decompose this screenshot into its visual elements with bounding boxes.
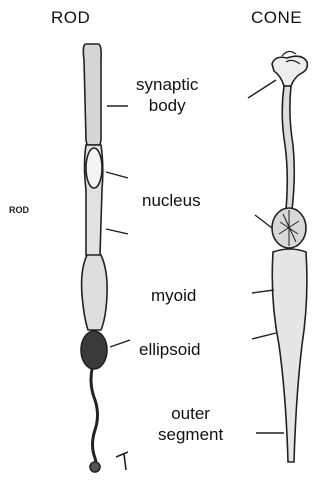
cone-cell bbox=[272, 51, 307, 462]
leader-lines bbox=[106, 80, 284, 433]
label-outer-segment: outer segment bbox=[158, 403, 223, 445]
label-myoid: myoid bbox=[151, 285, 196, 306]
leader-rod-nucleus-b bbox=[106, 229, 128, 234]
rod-outer-segment bbox=[91, 369, 98, 462]
rod-synaptic-fiber bbox=[83, 44, 101, 145]
rod-terminal bbox=[90, 462, 100, 472]
rod-side-label: ROD bbox=[9, 205, 29, 215]
label-synaptic-body: synaptic body bbox=[136, 74, 198, 116]
leader-rod-ellipsoid bbox=[110, 340, 130, 347]
rod-small-mark bbox=[116, 452, 128, 470]
cone-title: CONE bbox=[251, 8, 302, 28]
leader-cone-nucleus bbox=[255, 215, 272, 228]
leader-cone-synaptic bbox=[248, 80, 276, 98]
leader-rod-nucleus-a bbox=[106, 172, 128, 178]
label-ellipsoid: ellipsoid bbox=[139, 339, 200, 360]
leader-cone-ellipsoid bbox=[252, 333, 276, 339]
cone-axon bbox=[282, 86, 294, 210]
rod-title: ROD bbox=[51, 8, 90, 28]
rod-cell bbox=[81, 44, 128, 472]
rod-myoid bbox=[82, 255, 108, 330]
cone-inner-segment bbox=[272, 249, 307, 462]
rod-ellipsoid bbox=[81, 331, 107, 369]
label-nucleus: nucleus bbox=[142, 190, 201, 211]
rod-nucleus bbox=[86, 148, 102, 188]
leader-cone-myoid bbox=[252, 290, 274, 293]
